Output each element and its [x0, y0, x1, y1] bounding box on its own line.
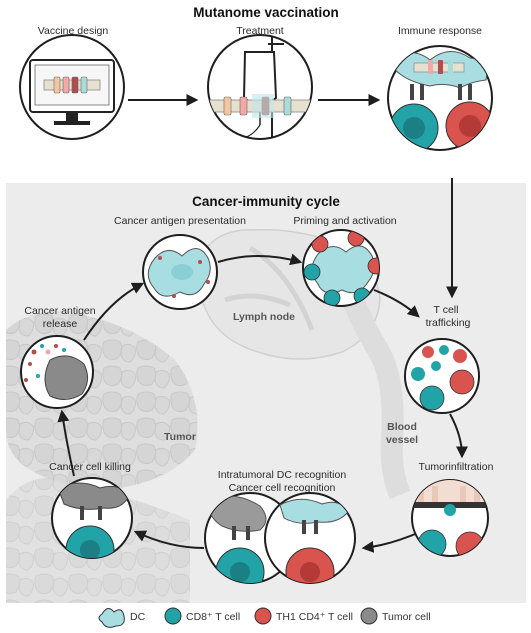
- step-label-treatment: Treatment: [236, 25, 284, 37]
- legend-cd8-t-cell: CD8⁺ T cell: [164, 607, 240, 625]
- arrow-recognition-to-killing: [133, 530, 205, 549]
- legend-label-cd8: CD8⁺ T cell: [186, 611, 240, 623]
- label-infiltration: Tumorinfiltration: [419, 461, 494, 473]
- immune-response-circle: [387, 45, 493, 151]
- label-blood-2: vessel: [386, 434, 418, 446]
- label-recognition-1: Intratumoral DC recognition: [218, 469, 347, 481]
- label-trafficking-1: T cell: [434, 304, 459, 316]
- top-title: Mutanome vaccination: [193, 5, 339, 20]
- label-tumor: Tumor: [164, 431, 196, 443]
- recognition-circles: [204, 492, 356, 584]
- legend: DC CD8⁺ T cell TH1 CD4⁺ T cell Tumor cel…: [98, 607, 431, 628]
- legend-label-th1: TH1 CD4⁺ T cell: [276, 611, 353, 623]
- arrow-killing-to-release: [57, 409, 75, 477]
- legend-label-tumor: Tumor cell: [382, 611, 431, 623]
- legend-tumor-cell: Tumor cell: [360, 607, 431, 625]
- label-lymph-node: Lymph node: [233, 311, 295, 323]
- dc-icon: [98, 608, 125, 628]
- arrow-trafficking-to-infiltration: [449, 413, 468, 459]
- trafficking-circle: [404, 338, 480, 414]
- treatment-circle: [207, 34, 313, 140]
- label-trafficking-2: trafficking: [426, 317, 471, 329]
- monitor-icon: [29, 59, 115, 125]
- legend-label-dc: DC: [130, 611, 146, 623]
- label-antigen-presentation: Cancer antigen presentation: [114, 215, 246, 227]
- iv-bag-icon: [208, 35, 312, 139]
- infiltration-circle: [411, 479, 489, 557]
- legend-dc: DC: [98, 608, 146, 628]
- label-recognition-2: Cancer cell recognition: [229, 482, 336, 494]
- step-label-immune-response: Immune response: [398, 25, 482, 37]
- label-release-2: release: [43, 318, 78, 330]
- arrow-presentation-to-priming: [217, 253, 303, 266]
- arrow-priming-to-trafficking: [373, 289, 420, 318]
- cycle-title: Cancer-immunity cycle: [192, 194, 340, 209]
- label-killing: Cancer cell killing: [49, 461, 131, 473]
- th1-cd4-t-cell-icon: [254, 607, 272, 625]
- cd8-t-cell-icon: [164, 607, 182, 625]
- label-priming: Priming and activation: [293, 215, 396, 227]
- arrow-release-to-presentation: [83, 282, 145, 341]
- antigen-release-circle: [20, 335, 94, 409]
- priming-circle: [302, 229, 380, 307]
- label-release-1: Cancer antigen: [24, 305, 95, 317]
- vaccine-design-circle: [19, 34, 125, 140]
- legend-th1-cd4-t-cell: TH1 CD4⁺ T cell: [254, 607, 353, 625]
- antigen-presentation-circle: [142, 234, 218, 310]
- killing-circle: [51, 477, 133, 559]
- tumor-cell-icon: [360, 607, 378, 625]
- step-label-vaccine-design: Vaccine design: [38, 25, 109, 37]
- label-blood-1: Blood: [387, 421, 417, 433]
